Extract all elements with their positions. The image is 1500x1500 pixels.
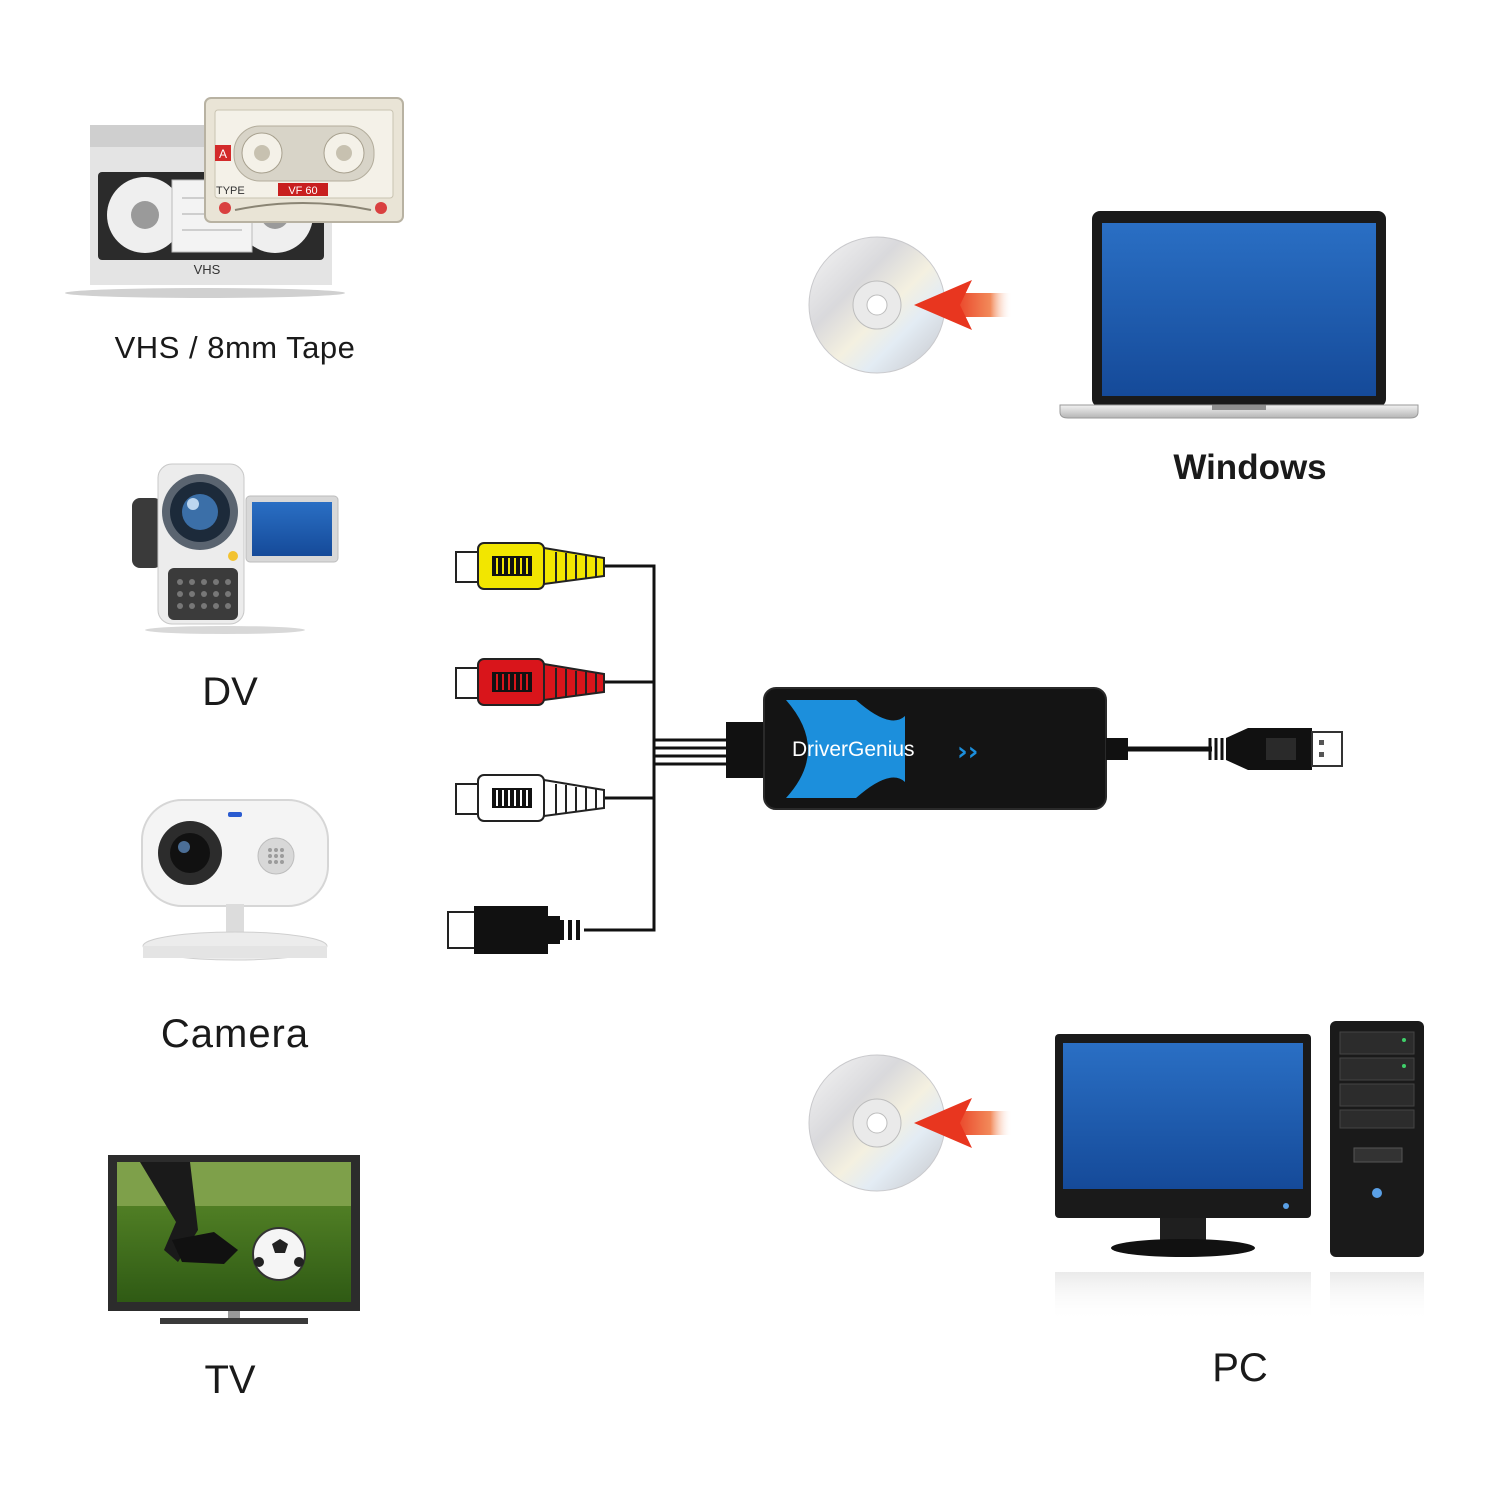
cassette-type-value: VF 60 bbox=[288, 185, 317, 197]
s-video-plug-icon bbox=[447, 906, 580, 954]
tv-icon bbox=[108, 1155, 360, 1324]
pc-tower-icon bbox=[1330, 1021, 1424, 1322]
vhs-tape-label: VHS / 8mm Tape bbox=[114, 330, 356, 365]
camcorder-icon bbox=[132, 463, 339, 634]
pc-label: PC bbox=[1212, 1346, 1268, 1390]
camera-label: Camera bbox=[160, 1012, 310, 1056]
arrow-to-disc bbox=[914, 1098, 1012, 1148]
rca-plug-icon bbox=[455, 658, 605, 706]
arrow-to-disc bbox=[914, 280, 1012, 330]
security-camera-icon bbox=[141, 799, 329, 961]
brand-label: DriverGenius bbox=[792, 738, 915, 761]
windows-label: Windows bbox=[1173, 448, 1327, 487]
vhs-tape-text: VHS bbox=[194, 262, 221, 277]
rca-plug-icon bbox=[455, 774, 605, 822]
rca-plug-icon bbox=[455, 542, 605, 590]
capture-device: DriverGenius ›› bbox=[726, 687, 1212, 810]
usb-plug-icon bbox=[1208, 728, 1343, 770]
arrows-glyph: ›› bbox=[957, 737, 978, 767]
desktop-monitor-icon bbox=[1055, 1034, 1311, 1322]
cassette-type-label: TYPE bbox=[216, 185, 245, 197]
cd-disc-icon bbox=[808, 1054, 946, 1192]
cable-harness bbox=[584, 564, 730, 932]
dv-label: DV bbox=[202, 670, 258, 714]
audio-cassette-icon: A TYPE VF 60 bbox=[204, 97, 404, 223]
cassette-side-text: A bbox=[219, 147, 227, 161]
laptop-icon bbox=[1059, 211, 1419, 419]
tv-label: TV bbox=[204, 1358, 256, 1402]
